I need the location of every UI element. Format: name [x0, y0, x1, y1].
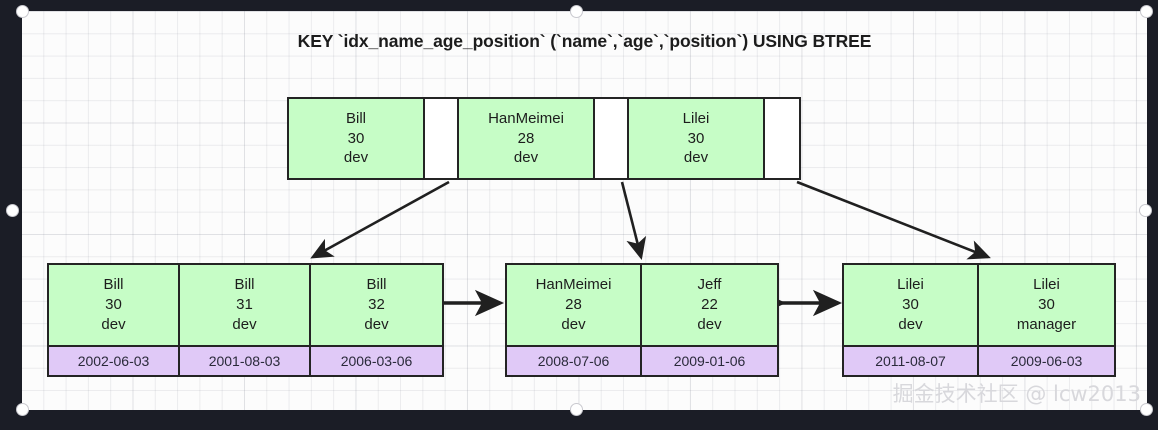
leaf-1-entry-2[interactable]: Bill 32 dev	[311, 265, 442, 345]
leaf-1-entry-1-position: dev	[232, 315, 257, 333]
leaf-3-entry-1-position: manager	[1016, 315, 1077, 333]
leaf-node-3[interactable]: Lilei 30 dev Lilei 30 manager 2011-08-07…	[842, 263, 1116, 377]
leaf-2-entry-0-name: HanMeimei	[535, 276, 612, 294]
leaf-3-entry-1-name: Lilei	[1033, 276, 1060, 294]
leaf-node-1[interactable]: Bill 30 dev Bill 31 dev Bill 32 dev 2002…	[47, 263, 444, 377]
leaf-1-entry-1-age: 31	[236, 296, 253, 314]
root-entry-2-position: dev	[683, 149, 709, 167]
leaf-1-entry-0-position: dev	[101, 315, 126, 333]
leaf-node-3-dates: 2011-08-07 2009-06-03	[844, 345, 1114, 375]
root-pointer-0[interactable]	[425, 99, 459, 178]
leaf-1-date-2[interactable]: 2006-03-06	[311, 347, 442, 375]
root-node[interactable]: Bill 30 dev HanMeimei 28 dev Lilei 30 de…	[287, 97, 801, 180]
leaf-3-entry-0[interactable]: Lilei 30 dev	[844, 265, 979, 345]
root-entry-0-position: dev	[343, 149, 369, 167]
leaf-node-2-dates: 2008-07-06 2009-01-06	[507, 345, 777, 375]
root-entry-1-age: 28	[517, 129, 535, 147]
root-entry-2-name: Lilei	[682, 109, 710, 127]
leaf-node-1-keys: Bill 30 dev Bill 31 dev Bill 32 dev	[49, 265, 442, 345]
leaf-node-2[interactable]: HanMeimei 28 dev Jeff 22 dev 2008-07-06 …	[505, 263, 779, 377]
watermark: 掘金技术社区 @ lcw2013	[892, 382, 1141, 406]
leaf-node-2-keys: HanMeimei 28 dev Jeff 22 dev	[507, 265, 777, 345]
resize-handle-bottom-left[interactable]	[16, 403, 29, 416]
leaf-1-entry-2-position: dev	[364, 315, 389, 333]
leaf-2-entry-0-position: dev	[561, 315, 586, 333]
resize-handle-middle-left[interactable]	[6, 204, 19, 217]
diagram-canvas[interactable]: KEY `idx_name_age_position` (`name`,`age…	[22, 11, 1147, 410]
resize-handle-bottom-right[interactable]	[1140, 403, 1153, 416]
resize-handle-bottom-center[interactable]	[570, 403, 583, 416]
root-pointer-2[interactable]	[765, 99, 799, 178]
leaf-2-entry-0-age: 28	[565, 296, 582, 314]
leaf-1-entry-0-age: 30	[105, 296, 122, 314]
root-entry-2[interactable]: Lilei 30 dev	[629, 99, 765, 178]
root-entry-0-name: Bill	[345, 109, 366, 127]
leaf-2-entry-1-name: Jeff	[697, 276, 722, 294]
leaf-2-entry-0[interactable]: HanMeimei 28 dev	[507, 265, 642, 345]
leaf-3-date-0[interactable]: 2011-08-07	[844, 347, 979, 375]
root-pointer-1[interactable]	[595, 99, 629, 178]
root-entry-1-name: HanMeimei	[488, 109, 564, 127]
leaf-3-date-1[interactable]: 2009-06-03	[979, 347, 1114, 375]
page-title: KEY `idx_name_age_position` (`name`,`age…	[297, 31, 872, 51]
leaf-node-1-dates: 2002-06-03 2001-08-03 2006-03-06	[49, 345, 442, 375]
leaf-1-date-0[interactable]: 2002-06-03	[49, 347, 180, 375]
leaf-3-entry-1[interactable]: Lilei 30 manager	[979, 265, 1114, 345]
resize-handle-top-center[interactable]	[570, 5, 583, 18]
leaf-2-entry-1[interactable]: Jeff 22 dev	[642, 265, 777, 345]
leaf-2-date-0[interactable]: 2008-07-06	[507, 347, 642, 375]
leaf-2-date-1[interactable]: 2009-01-06	[642, 347, 777, 375]
root-entry-1[interactable]: HanMeimei 28 dev	[459, 99, 595, 178]
root-entry-0[interactable]: Bill 30 dev	[289, 99, 425, 178]
root-entry-1-position: dev	[513, 149, 539, 167]
leaf-3-entry-0-position: dev	[898, 315, 923, 333]
leaf-3-entry-0-name: Lilei	[897, 276, 924, 294]
root-entry-2-age: 30	[687, 129, 705, 147]
leaf-3-entry-0-age: 30	[902, 296, 919, 314]
leaf-1-entry-0-name: Bill	[103, 276, 124, 294]
root-entry-0-age: 30	[347, 129, 365, 147]
resize-handle-top-right[interactable]	[1140, 5, 1153, 18]
leaf-2-entry-1-position: dev	[697, 315, 722, 333]
leaf-1-entry-2-name: Bill	[366, 276, 387, 294]
leaf-1-entry-1[interactable]: Bill 31 dev	[180, 265, 311, 345]
leaf-node-3-keys: Lilei 30 dev Lilei 30 manager	[844, 265, 1114, 345]
leaf-3-entry-1-age: 30	[1038, 296, 1055, 314]
arrow-root-to-leaf-3	[796, 180, 991, 260]
leaf-1-date-1[interactable]: 2001-08-03	[180, 347, 311, 375]
arrow-root-to-leaf-2	[620, 181, 647, 261]
leaf-1-entry-2-age: 32	[368, 296, 385, 314]
leaf-2-entry-1-age: 22	[701, 296, 718, 314]
resize-handle-middle-right[interactable]	[1139, 204, 1152, 217]
leaf-1-entry-0[interactable]: Bill 30 dev	[49, 265, 180, 345]
leaf-1-entry-1-name: Bill	[234, 276, 255, 294]
resize-handle-top-left[interactable]	[16, 5, 29, 18]
arrow-root-to-leaf-1	[310, 180, 450, 259]
